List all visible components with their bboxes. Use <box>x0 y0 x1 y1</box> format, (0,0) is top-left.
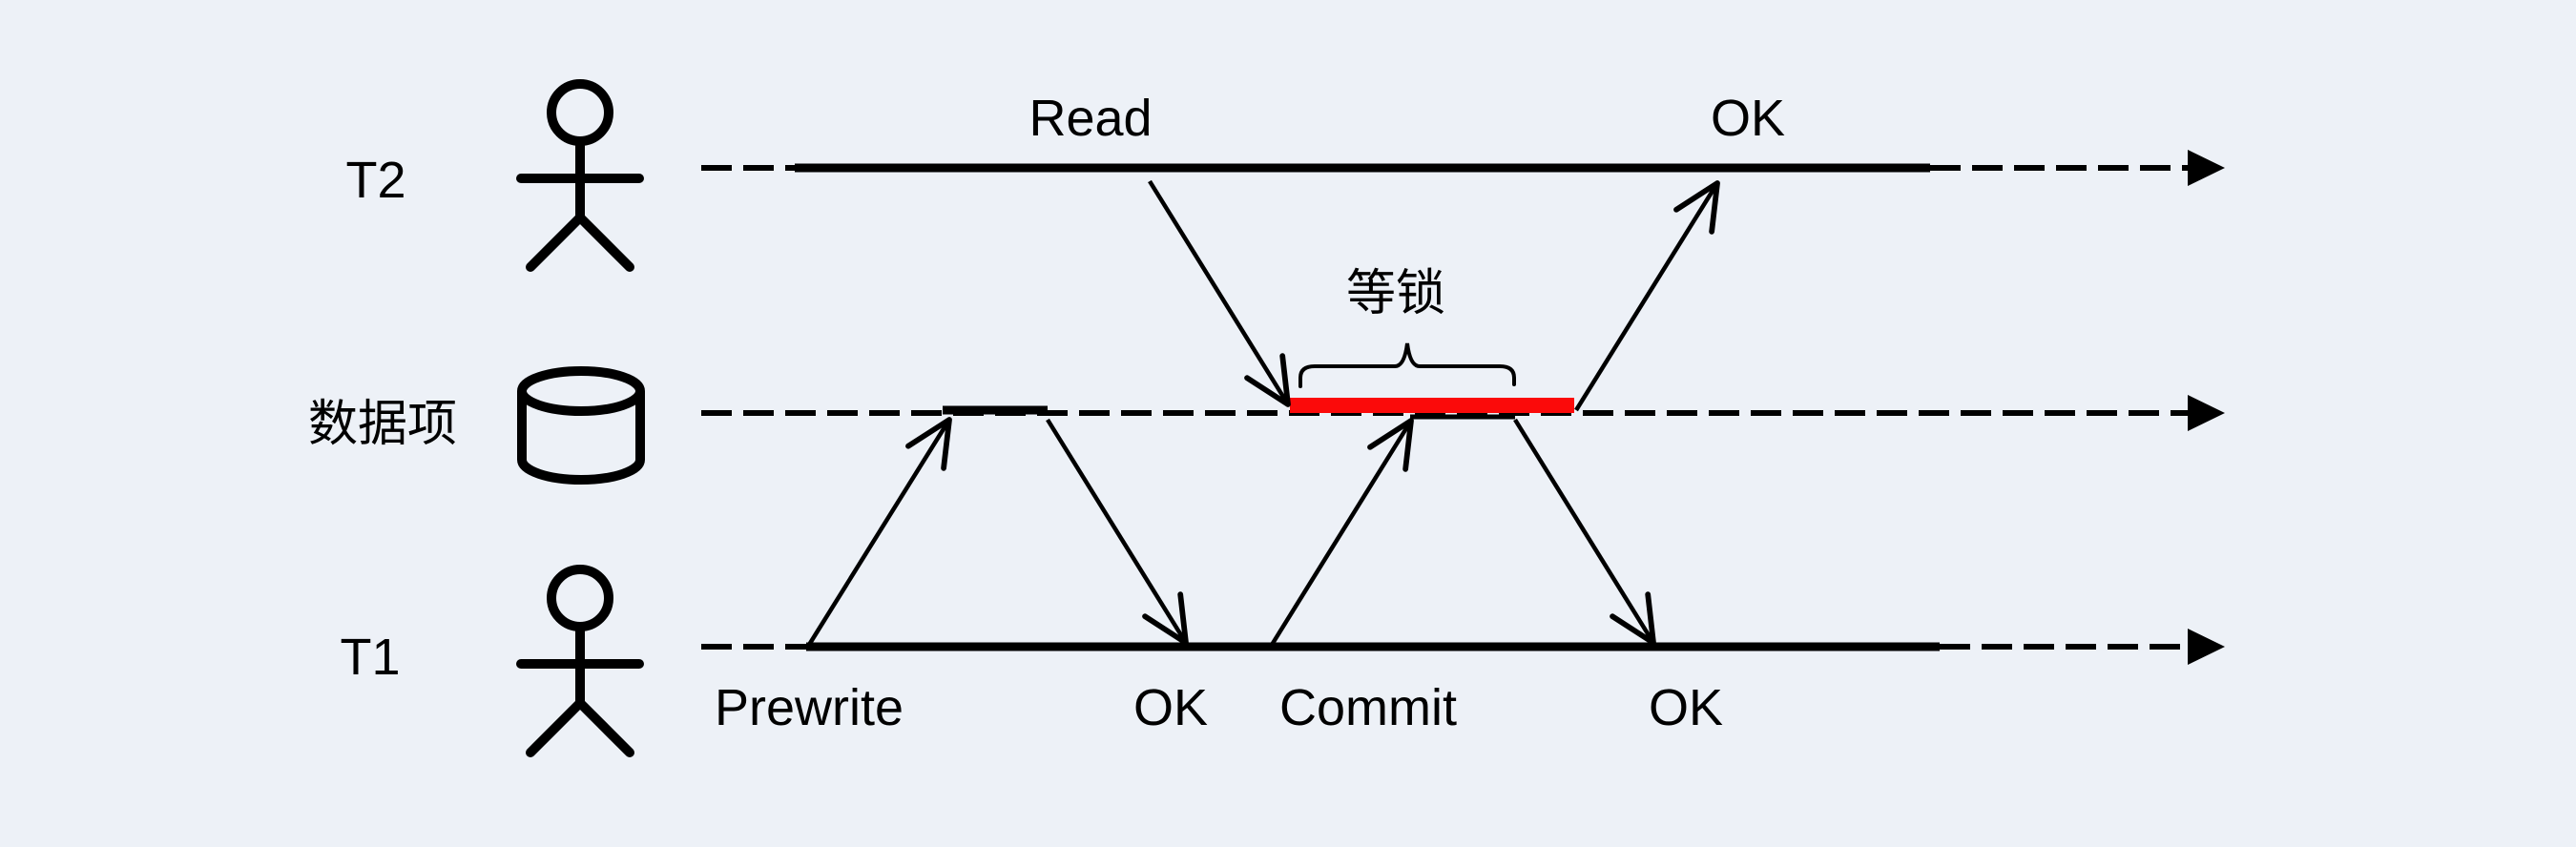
read-label: Read <box>1028 90 1152 147</box>
data-item-lane-label: 数据项 <box>308 397 457 452</box>
prewrite-ok-arrow <box>1046 418 1189 646</box>
t1-timeline <box>701 629 2225 665</box>
wait-lock-brace-icon <box>1298 342 1516 388</box>
database-icon <box>517 366 645 485</box>
commit-ok-label: OK <box>1649 679 1723 736</box>
commit-label: Commit <box>1279 679 1457 736</box>
commit-ok-arrow <box>1513 418 1656 646</box>
t2-lane-label: T2 <box>345 152 405 209</box>
t1-timeline-arrowhead-icon <box>2188 629 2225 665</box>
read-request-arrow <box>1148 179 1291 407</box>
t2-actor-icon <box>516 79 644 272</box>
read-ok-label: OK <box>1711 90 1785 147</box>
commit-request-arrow <box>1270 418 1414 647</box>
data-timeline-arrowhead-icon <box>2188 395 2225 431</box>
data-item-timeline <box>701 395 2225 431</box>
prewrite-request-arrow <box>807 417 952 647</box>
t1-actor-icon <box>516 565 644 757</box>
prewrite-label: Prewrite <box>715 679 904 736</box>
lock-wait-bar <box>1290 398 1574 413</box>
prewrite-ok-label: OK <box>1133 679 1208 736</box>
t2-timeline <box>701 150 2225 186</box>
wait-lock-label: 等锁 <box>1346 266 1445 321</box>
t2-timeline-arrowhead-icon <box>2188 150 2225 186</box>
read-ok-arrow <box>1574 180 1720 412</box>
t1-lane-label: T1 <box>340 629 400 686</box>
